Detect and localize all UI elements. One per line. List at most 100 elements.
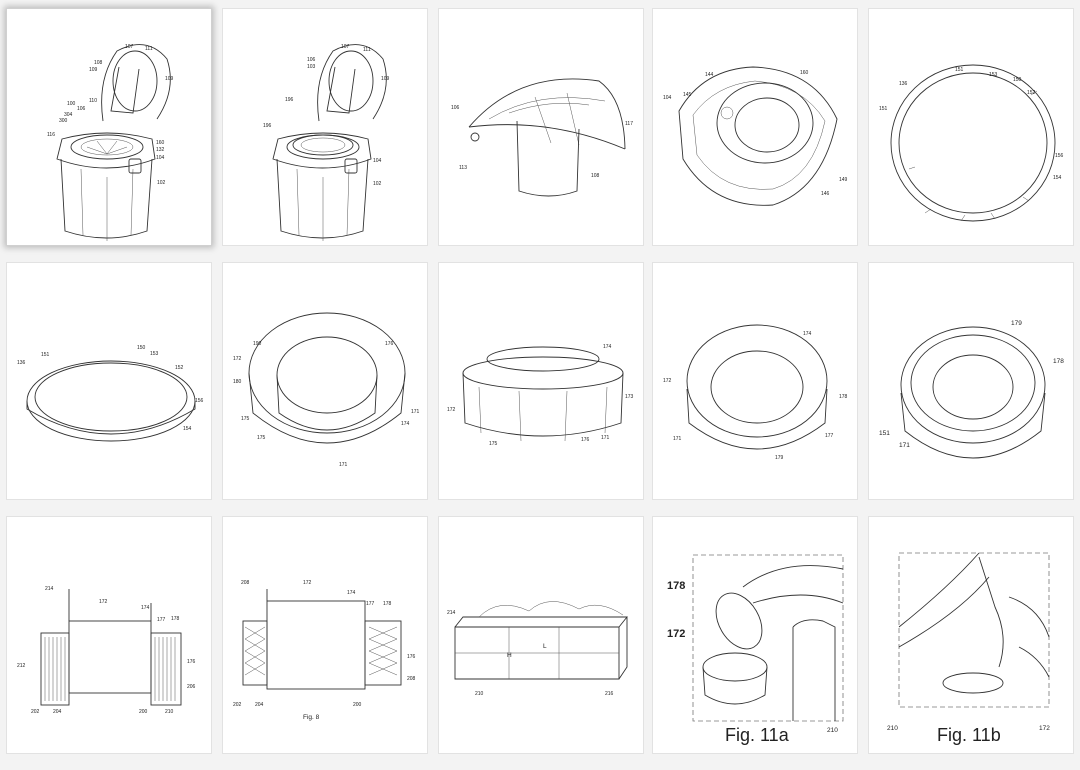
thumbnail-8-cartridge-side[interactable]: 174 172 173 175 176 171 [438, 262, 644, 500]
svg-text:108: 108 [94, 60, 103, 66]
svg-text:151: 151 [879, 430, 890, 437]
svg-text:111: 111 [145, 46, 153, 52]
reference-numerals: 144 160 104 145 149 146 [663, 70, 848, 197]
svg-text:117: 117 [625, 121, 633, 127]
drawing-pail-with-ring: 107 111 106 103 109 196 196 104 102 [263, 44, 390, 241]
svg-text:208: 208 [241, 580, 250, 586]
svg-text:171: 171 [673, 436, 682, 442]
svg-text:152: 152 [1027, 90, 1036, 96]
reference-numerals: 214 L H 210 216 [447, 610, 614, 697]
svg-text:172: 172 [99, 599, 108, 605]
drawing-cartridge-top: 190 176 172 180 175 171 175 174 171 [233, 312, 420, 468]
svg-text:214: 214 [45, 586, 54, 592]
svg-text:175: 175 [241, 416, 250, 422]
thumbnail-10-assembly-ring[interactable]: 179 178 151 171 [868, 262, 1074, 500]
svg-text:178: 178 [171, 616, 180, 622]
svg-text:174: 174 [401, 421, 410, 427]
drawing-housing-top: 144 160 104 145 149 146 [663, 66, 848, 206]
thumbnail-4-housing-top[interactable]: 144 160 104 145 149 146 [652, 8, 858, 246]
reference-numerals: 174 172 173 175 176 171 [447, 344, 634, 447]
svg-text:176: 176 [581, 437, 590, 443]
thumbnail-3-lid[interactable]: 106 117 113 108 [438, 8, 644, 246]
svg-text:153: 153 [150, 351, 159, 357]
svg-text:214: 214 [447, 610, 456, 616]
svg-text:104: 104 [156, 155, 165, 161]
svg-text:149: 149 [839, 177, 848, 183]
svg-text:210: 210 [475, 691, 484, 697]
svg-text:200: 200 [139, 709, 148, 715]
svg-text:206: 206 [187, 684, 196, 690]
drawing-open-pail: 107 111 108 109 109 100 106 110 304 300 … [47, 44, 174, 241]
reference-numerals: 178 172 210 [667, 580, 838, 734]
thumbnail-11-cross-section[interactable]: 214 172 174 177 178 212 176 206 202 204 … [6, 516, 212, 754]
svg-text:106: 106 [307, 57, 316, 63]
reference-numerals: 107 111 106 103 109 196 196 104 102 [263, 44, 390, 187]
svg-text:177: 177 [157, 617, 166, 623]
thumbnail-15-fig-11b[interactable]: 210 172 Fig. 11b [868, 516, 1074, 754]
svg-text:200: 200 [353, 702, 362, 708]
figure-caption: Fig. 11a [725, 725, 790, 745]
svg-text:151: 151 [955, 67, 964, 73]
thumbnail-7-cartridge-top[interactable]: 190 176 172 180 175 171 175 174 171 [222, 262, 428, 500]
reference-numerals: 136 151 150 153 152 156 154 [17, 345, 204, 432]
svg-text:177: 177 [366, 601, 375, 607]
svg-text:160: 160 [156, 140, 165, 146]
svg-text:175: 175 [257, 435, 266, 441]
reference-numerals: 190 176 172 180 175 171 175 174 171 [233, 341, 420, 468]
svg-text:204: 204 [53, 709, 62, 715]
svg-text:H: H [507, 652, 512, 659]
svg-text:179: 179 [775, 455, 784, 461]
svg-text:190: 190 [253, 341, 262, 347]
svg-text:109: 109 [89, 67, 98, 73]
svg-text:171: 171 [411, 409, 420, 415]
svg-text:172: 172 [233, 356, 242, 362]
drawing-cross-section: 214 172 174 177 178 212 176 206 202 204 … [17, 586, 196, 715]
thumbnail-2-pail-with-ring[interactable]: 107 111 106 103 109 196 196 104 102 [222, 8, 428, 246]
drawing-bag-pack: 214 L H 210 216 [447, 601, 628, 697]
svg-text:178: 178 [1053, 358, 1064, 365]
svg-text:145: 145 [683, 92, 692, 98]
svg-text:304: 304 [64, 112, 73, 118]
svg-text:172: 172 [303, 580, 312, 586]
svg-text:176: 176 [385, 341, 394, 347]
svg-text:154: 154 [1053, 175, 1062, 181]
svg-text:160: 160 [800, 70, 809, 76]
drawing-cartridge-angled: 174 172 178 171 177 179 [663, 324, 848, 461]
svg-text:150: 150 [1013, 77, 1022, 83]
reference-numerals: 174 172 178 171 177 179 [663, 331, 848, 461]
svg-text:202: 202 [233, 702, 242, 708]
svg-text:136: 136 [899, 81, 908, 87]
svg-text:152: 152 [175, 365, 184, 371]
svg-text:178: 178 [667, 580, 685, 592]
svg-text:107: 107 [125, 44, 134, 50]
svg-text:156: 156 [1055, 153, 1064, 159]
drawing-ring-top: 136 151 153 150 152 151 156 154 [879, 64, 1064, 222]
svg-text:171: 171 [339, 462, 348, 468]
thumbnail-9-cartridge-angled[interactable]: 174 172 178 171 177 179 [652, 262, 858, 500]
thumbnail-5-ring-top[interactable]: 136 151 153 150 152 151 156 154 [868, 8, 1074, 246]
svg-text:179: 179 [1011, 320, 1022, 327]
thumbnail-6-ring-perspective[interactable]: 136 151 150 153 152 156 154 [6, 262, 212, 500]
thumbnail-12-fig-8[interactable]: 208 172 174 177 178 176 208 202 204 200 … [222, 516, 428, 754]
svg-text:196: 196 [285, 97, 294, 103]
svg-text:151: 151 [879, 106, 888, 112]
svg-text:210: 210 [887, 725, 898, 732]
svg-text:150: 150 [137, 345, 146, 351]
svg-text:174: 174 [347, 590, 356, 596]
svg-text:L: L [543, 643, 547, 650]
svg-text:212: 212 [17, 663, 26, 669]
thumbnail-14-fig-11a[interactable]: 178 172 210 Fig. 11a [652, 516, 858, 754]
svg-text:172: 172 [447, 407, 456, 413]
thumbnail-13-bag-pack[interactable]: 214 L H 210 216 [438, 516, 644, 754]
svg-text:104: 104 [663, 95, 672, 101]
svg-text:106: 106 [451, 105, 460, 111]
svg-text:136: 136 [17, 360, 26, 366]
reference-numerals: 106 117 113 108 [451, 105, 633, 179]
thumbnail-1-open-pail[interactable]: 107 111 108 109 109 100 106 110 304 300 … [6, 8, 212, 246]
svg-text:178: 178 [839, 394, 848, 400]
drawing-ring-perspective: 136 151 150 153 152 156 154 [17, 345, 204, 442]
svg-text:109: 109 [165, 76, 174, 82]
svg-text:176: 176 [187, 659, 196, 665]
svg-text:102: 102 [373, 181, 382, 187]
